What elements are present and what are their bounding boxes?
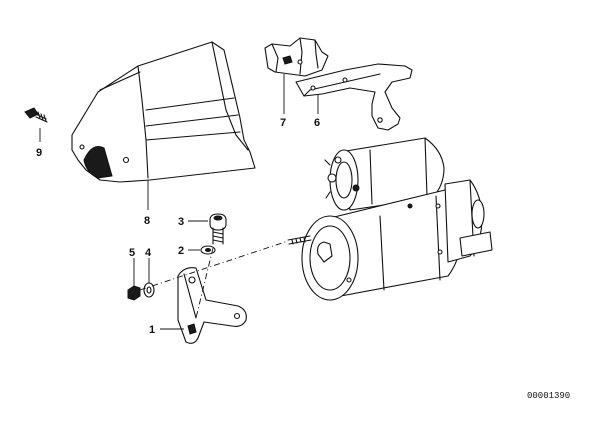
bracket-clip-part-7 [264, 37, 329, 77]
callout-3: 3 [178, 216, 184, 228]
starter-motor [287, 137, 493, 301]
callout-6: 6 [314, 117, 320, 129]
screw-part-9 [24, 107, 48, 123]
diagram-reference-number: 00001390 [527, 391, 570, 401]
callout-2: 2 [178, 245, 184, 257]
leader-lines [39, 74, 319, 330]
mounting-bracket-part-6 [295, 63, 413, 131]
callout-7: 7 [280, 117, 286, 129]
callout-9: 9 [36, 147, 42, 159]
callout-4: 4 [145, 247, 152, 259]
washer-part-2 [200, 245, 216, 255]
nut-part-5 [127, 285, 141, 301]
bolt-part-3 [209, 213, 227, 245]
support-bracket-part-1 [177, 267, 247, 344]
callout-1: 1 [149, 324, 155, 336]
washer-part-4 [143, 282, 155, 298]
heat-shield-cover [71, 41, 256, 183]
callout-5: 5 [129, 247, 135, 259]
callout-8: 8 [144, 215, 150, 227]
